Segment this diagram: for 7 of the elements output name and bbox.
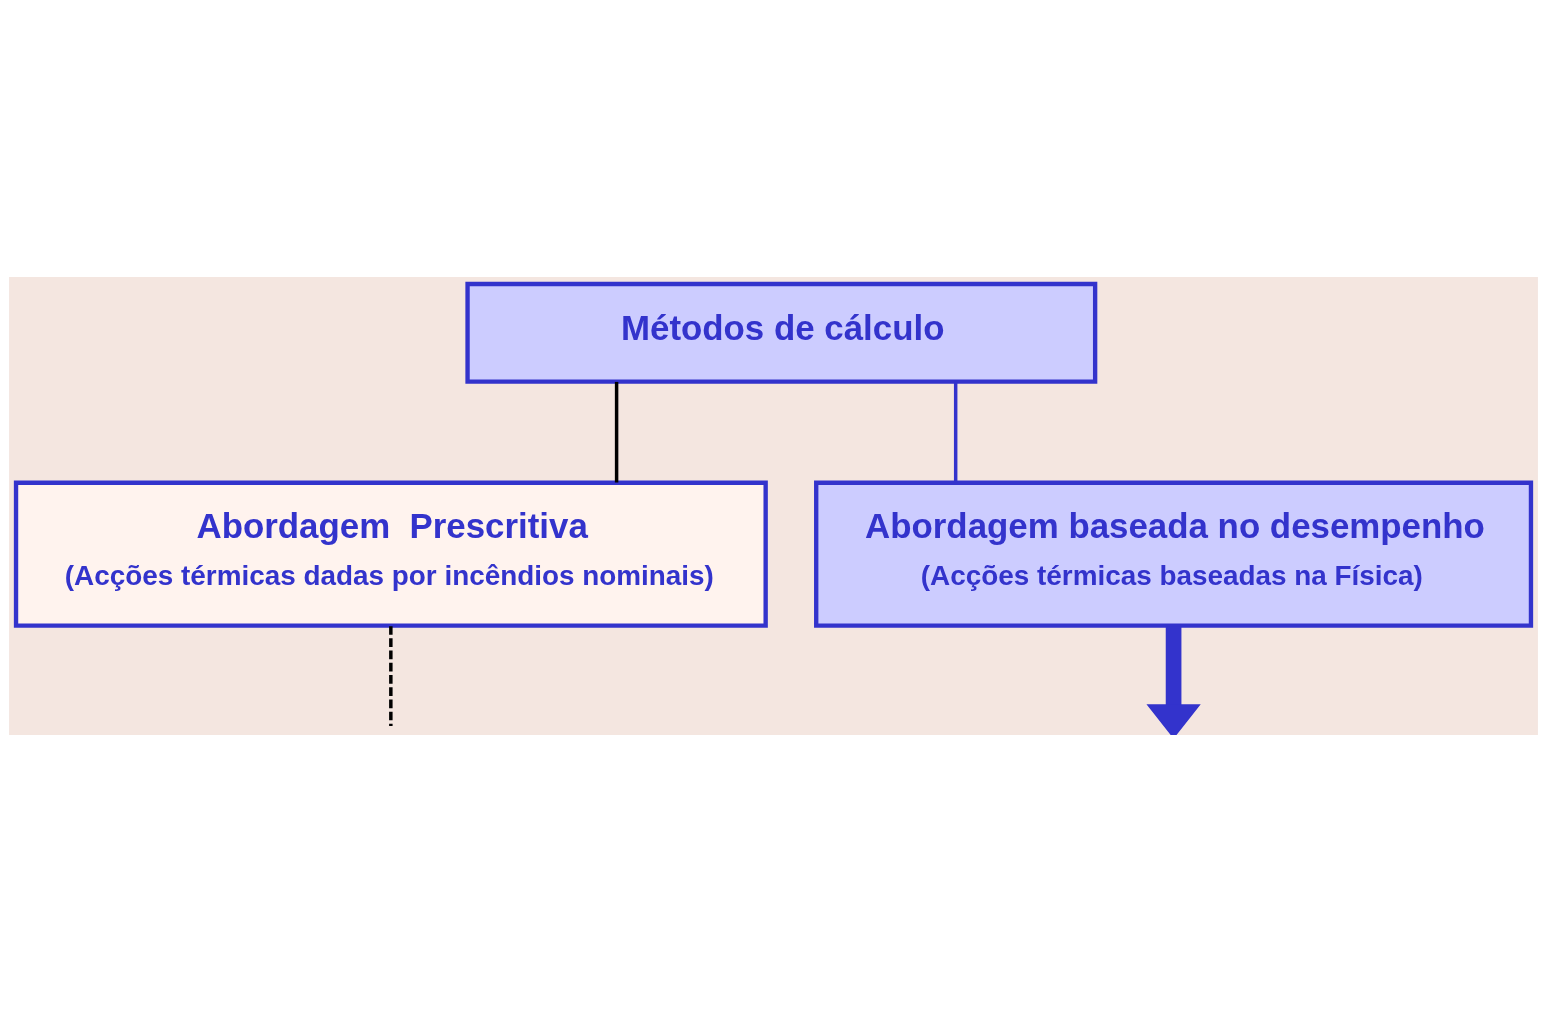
connector: [389, 625, 393, 726]
node-box: Abordagem Prescritiva (Acções térmicas dadas por incêndios nominais): [13, 480, 768, 628]
node-box: Métodos de cálculo: [465, 281, 1098, 384]
arrow: [1146, 625, 1201, 735]
node-box: Abordagem baseada no desempenho (Acções térmicas baseadas na Física): [814, 480, 1534, 628]
connector: [953, 381, 958, 482]
connector: [614, 381, 619, 482]
